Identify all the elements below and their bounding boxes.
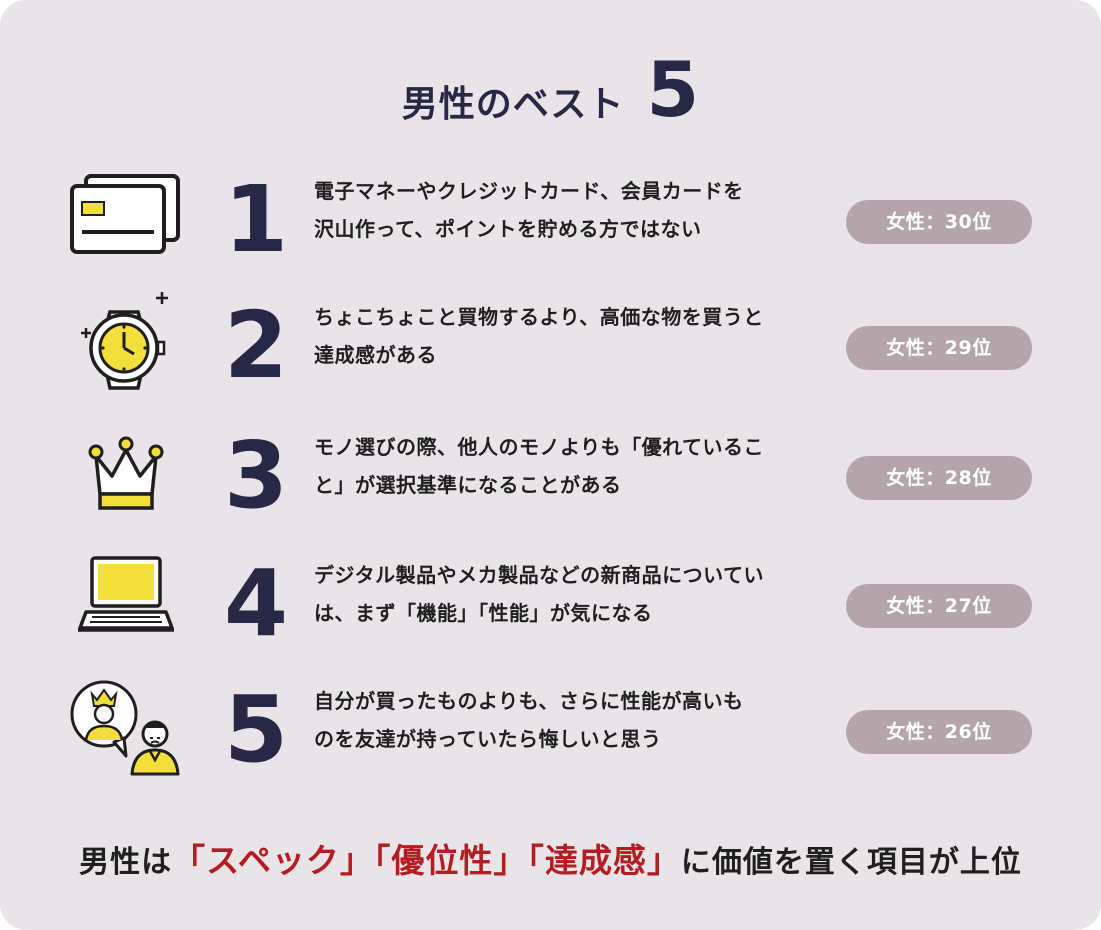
female-rank-badge: 女性：29位 [846,326,1032,370]
summary-prefix: 男性は [79,845,173,880]
summary-line: 男性は「スペック」「優位性」「達成感」に価値を置く項目が上位 [0,834,1101,882]
rank-number: 2 [223,292,288,399]
item-description: 電子マネーやクレジットカード、会員カードを 沢山作って、ポイントを貯める方ではな… [314,172,824,248]
description-line: ちょこちょこと買物するより、高価な物を買うと [314,305,764,329]
ranking-item-2: 2 ちょこちょこと買物するより、高価な物を買うと 達成感がある 女性：29位 [0,292,1101,410]
title-text: 男性のベスト [401,84,625,125]
rank-number: 3 [223,422,288,529]
item-description: 自分が買ったものよりも、さらに性能が高いも のを友達が持っていたら悔しいと思う [314,682,824,758]
ranking-item-4: 4 デジタル製品やメカ製品などの新商品についてい は、まず「機能」「性能」が気に… [0,550,1101,668]
description-line: モノ選びの際、他人のモノよりも「優れているこ [314,435,764,459]
description-line: のを友達が持っていたら悔しいと思う [314,727,662,751]
summary-highlight-spec: 「スペック」 [172,841,374,880]
laptop-icon [62,550,192,668]
female-rank-badge: 女性：27位 [846,584,1032,628]
crown-icon [62,422,192,540]
item-description: デジタル製品やメカ製品などの新商品についてい は、まず「機能」「性能」が気になる [314,556,824,632]
summary-highlight-superiority: 「優位性」 [373,841,528,880]
summary-highlight-achievement: 「達成感」 [527,841,681,880]
rank-number: 4 [223,550,288,657]
rank-number: 1 [223,166,288,273]
description-line: と」が選択基準になることがある [314,473,622,497]
title-number: 5 [646,45,700,134]
description-line: は、まず「機能」「性能」が気になる [314,601,653,625]
description-line: 電子マネーやクレジットカード、会員カードを [314,179,744,203]
description-line: 沢山作って、ポイントを貯める方ではない [314,217,702,241]
description-line: 達成感がある [314,343,437,367]
summary-suffix: に価値を置く項目が上位 [680,845,1022,880]
envious-person-icon [62,676,192,794]
ranking-item-5: 5 自分が買ったものよりも、さらに性能が高いも のを友達が持っていたら悔しいと思… [0,676,1101,794]
item-description: モノ選びの際、他人のモノよりも「優れているこ と」が選択基準になることがある [314,428,824,504]
description-line: デジタル製品やメカ製品などの新商品についてい [314,563,764,587]
female-rank-badge: 女性：30位 [846,200,1032,244]
wristwatch-icon [62,292,192,410]
female-rank-badge: 女性：26位 [846,710,1032,754]
ranking-item-3: 3 モノ選びの際、他人のモノよりも「優れているこ と」が選択基準になることがある… [0,422,1101,540]
ranking-item-1: 1 電子マネーやクレジットカード、会員カードを 沢山作って、ポイントを貯める方で… [0,166,1101,284]
female-rank-badge: 女性：28位 [846,456,1032,500]
item-description: ちょこちょこと買物するより、高価な物を買うと 達成感がある [314,298,824,374]
description-line: 自分が買ったものよりも、さらに性能が高いも [314,689,744,713]
rank-number: 5 [223,676,288,783]
credit-card-icon [62,166,192,284]
